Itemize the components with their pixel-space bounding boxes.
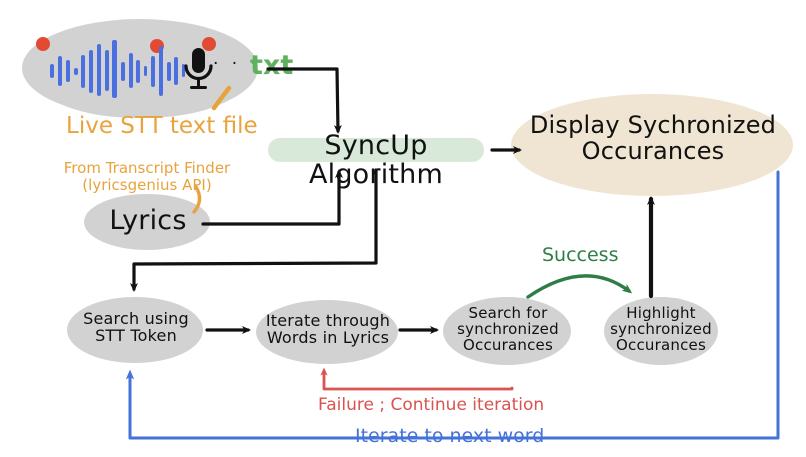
failure-label: Failure ; Continue iteration	[318, 395, 545, 415]
ellipsis-icon: · · ·	[213, 54, 261, 74]
syncup-label: SyncUp Algorithm	[308, 130, 444, 191]
lyrics-caption: From Transcript Finder (lyricsgenius API…	[63, 159, 231, 195]
display-label: Display Sychronized Occurances	[529, 111, 777, 165]
search-stt-label: Search using STT Token	[83, 309, 189, 346]
record-dot-icon	[36, 37, 50, 51]
txt-glyph-label: txt	[250, 50, 294, 81]
lyrics-label: Lyrics	[109, 205, 187, 236]
audio-source-ellipse-notch	[28, 78, 255, 118]
record-dot-icon	[202, 37, 216, 51]
success-label: Success	[542, 244, 619, 266]
connector-failure-bracket	[320, 367, 514, 391]
highlight-sync-label: Highlight synchronized Occurances	[610, 304, 712, 355]
iterate-next-word-label: Iterate to next word	[355, 425, 545, 447]
microphone-icon	[184, 48, 213, 89]
search-sync-label: Search for synchronized Occurances	[457, 304, 559, 355]
ellipsis-icon	[184, 67, 189, 72]
audio-source-caption: Live STT text file	[66, 113, 258, 139]
record-dot-icon	[150, 39, 164, 53]
audio-waveform-icon	[50, 40, 185, 98]
iterate-words-label: Iterate through Words in Lyrics	[265, 311, 391, 348]
orange-underline-stroke	[211, 85, 232, 111]
connector-success-curve	[526, 274, 633, 299]
